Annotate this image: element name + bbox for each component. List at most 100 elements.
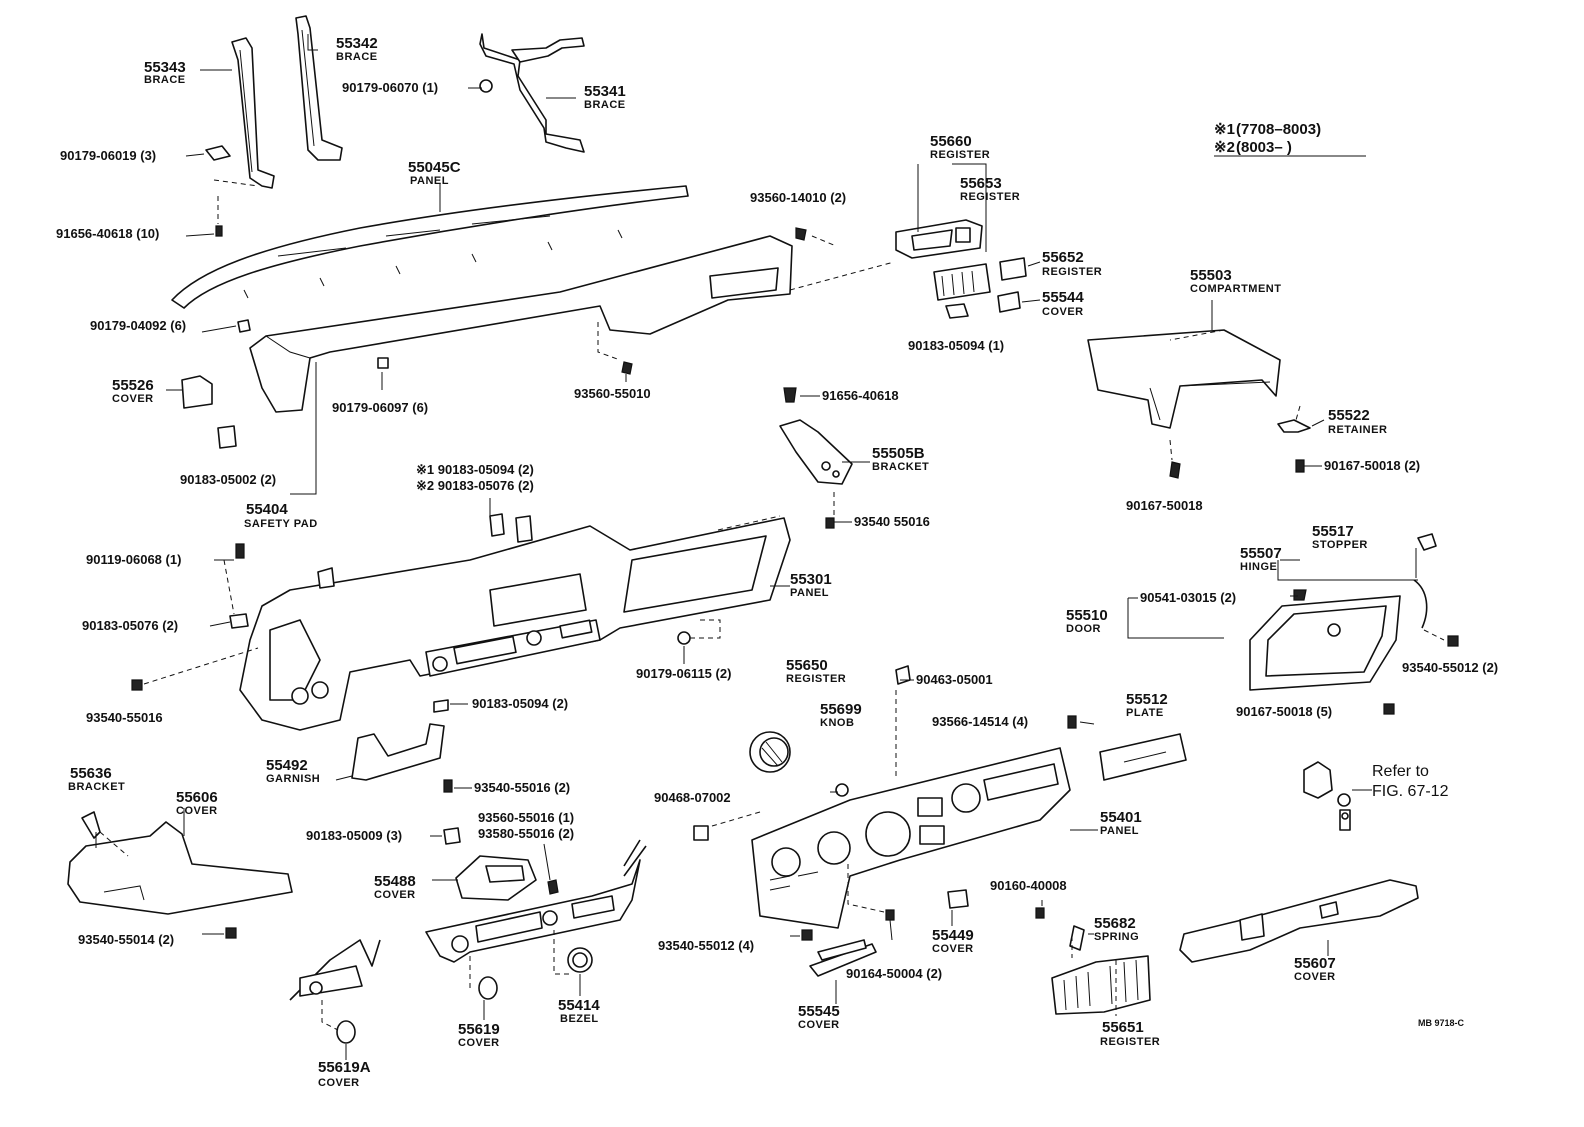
label-55507-name: HINGE [1240,561,1277,573]
compartment-55503-drawing [1087,329,1281,429]
label-55449-number: 55449 [932,927,974,944]
label-55607-number: 55607 [1294,955,1336,972]
label-55512-name: PLATE [1126,707,1164,719]
figure-code: MB 9718-C [1418,1018,1465,1028]
label-55507-number: 55507 [1240,545,1282,562]
panel-55401-drawing [751,747,1071,929]
label-55488-number: 55488 [374,873,416,890]
label-55492-number: 55492 [266,757,308,774]
bracket-55505b-drawing [779,419,853,485]
cover-55526-drawing [181,375,213,409]
label-f-90167-50018-2: 90167-50018 (2) [1324,458,1420,473]
label-55699-number: 55699 [820,701,862,718]
label-55343-name: BRACE [144,74,186,86]
label-55341-number: 55341 [584,83,626,100]
label-f-93560-14010: 93560-14010 (2) [750,190,846,205]
label-f-90179-06115: 90179-06115 (2) [636,666,731,681]
label-55510-name: DOOR [1066,623,1101,635]
label-f-93540-55016-a: 93540-55016 [86,710,163,725]
legend: ※1 (7708–8003) ※2 (8003– ) [1214,121,1321,156]
reference-line2: FIG. 67-12 [1372,783,1449,800]
label-55526-name: COVER [112,393,154,405]
label-55606-number: 55606 [176,789,218,806]
cover-55619a-drawing [336,1020,356,1044]
label-55636-number: 55636 [70,765,112,782]
label-f-90183-05094-1: 90183-05094 (1) [908,338,1004,353]
label-55505b-number: 55505B [872,445,925,462]
label-f-90167-50018-5: 90167-50018 (5) [1236,704,1332,719]
label-55488-name: COVER [374,889,416,901]
label-55401-name: PANEL [1100,825,1139,837]
label-55505b-name: BRACKET [872,461,929,473]
label-f-x1-90183-05094: ※1 90183-05094 (2) [416,462,534,477]
panel-55045c-drawing [171,185,689,309]
knob-55699-drawing [835,783,849,797]
label-55653-number: 55653 [960,175,1002,192]
label-55652-number: 55652 [1042,249,1084,266]
label-f-90164-50004: 90164-50004 (2) [846,966,942,981]
plate-55512-drawing [1099,733,1187,781]
label-f-90179-04092: 90179-04092 (6) [90,318,186,333]
leader-lines [95,34,1445,1060]
label-55636-name: BRACKET [68,781,125,793]
clip-90183-05002-drawing [217,425,237,449]
reference-note: Refer to FIG. 67-12 [1372,763,1449,800]
panel-55301-drawing [239,513,791,731]
label-55619-name: COVER [458,1037,500,1049]
label-55045c-name: PANEL [410,175,449,187]
spring-55682-drawing [1069,925,1085,951]
label-f-90183-05094-2: 90183-05094 (2) [472,696,568,711]
label-55414-name: BEZEL [560,1013,599,1025]
label-f-93580-55016: 93580-55016 (2) [478,826,574,841]
label-55650-name: REGISTER [786,673,846,685]
label-55651-name: REGISTER [1100,1036,1160,1048]
garnish-55492-drawing [351,723,445,781]
clip-90468-07002-drawing [693,825,709,841]
brace-55343-drawing [231,37,275,189]
label-55544-number: 55544 [1042,289,1084,306]
label-f-90179-06070: 90179-06070 (1) [342,80,438,95]
lower-dash-drawing [289,839,647,1001]
brace-55342-drawing [295,15,343,161]
label-55401-number: 55401 [1100,809,1142,826]
label-f-90183-05076: 90183-05076 (2) [82,618,178,633]
cover-55544-drawing [997,291,1021,313]
label-f-90468-07002: 90468-07002 [654,790,731,805]
label-55342-name: BRACE [336,51,378,63]
label-55619a-name: COVER [318,1077,360,1089]
label-f-93540-55014: 93540-55014 (2) [78,932,174,947]
label-55652-name: REGISTER [1042,266,1102,278]
label-55492-name: GARNISH [266,773,320,785]
label-f-93540-55012-2: 93540-55012 (2) [1402,660,1498,675]
label-55660-name: REGISTER [930,149,990,161]
fastener-marks [131,79,1459,941]
label-55414-number: 55414 [558,997,600,1014]
legend-line2: (8003– ) [1236,139,1292,156]
label-55653-name: REGISTER [960,191,1020,203]
label-f-93540-55016-2: 93540-55016 (2) [474,780,570,795]
label-55342-number: 55342 [336,35,378,52]
fastener-labels: 90179-06070 (1) 90179-06019 (3) 91656-40… [56,80,1498,981]
register-55660-drawing [895,219,983,259]
cover-55488-drawing [455,855,537,901]
label-f-90167-50018: 90167-50018 [1126,498,1203,513]
label-55619a-number: 55619A [318,1059,371,1076]
bezel-55414-drawing [567,947,593,973]
label-55545-name: COVER [798,1019,840,1031]
label-55341-name: BRACE [584,99,626,111]
cover-55607-drawing [1179,879,1419,963]
legend-line1-mark: ※1 [1214,121,1235,138]
stopper-55517-drawing [1417,533,1437,551]
label-f-90179-06097: 90179-06097 (6) [332,400,428,415]
register-55651-drawing [1051,955,1151,1015]
label-f-93540-55016-b: 93540 55016 [854,514,930,529]
label-55545-number: 55545 [798,1003,840,1020]
reference-line1: Refer to [1372,763,1429,780]
register-55650-drawing [749,731,791,773]
label-55606-name: COVER [176,805,218,817]
label-f-93560-55010: 93560-55010 [574,386,651,401]
label-f-93560-55016: 93560-55016 (1) [478,810,574,825]
clip-90183-05094-drawing [945,303,969,319]
label-f-91656-40618: 91656-40618 [822,388,899,403]
